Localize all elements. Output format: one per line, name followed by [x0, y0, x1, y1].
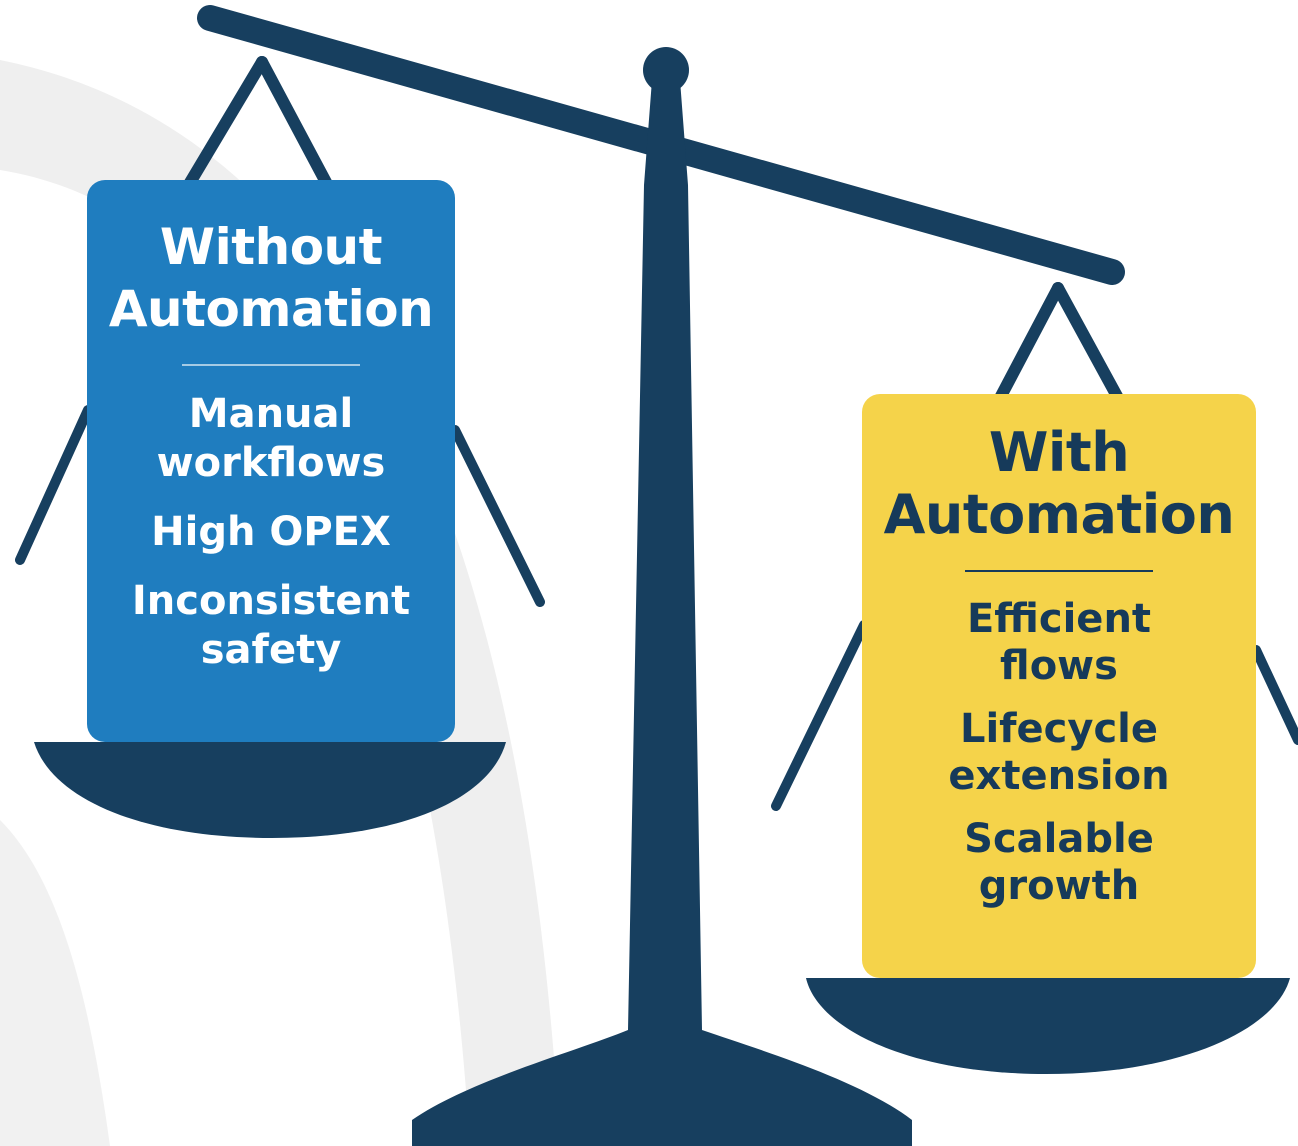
- item-line: Manual: [188, 391, 354, 437]
- item-line: Lifecycle: [959, 706, 1159, 752]
- list-item: Efficient flows: [862, 596, 1256, 690]
- list-item: Scalable growth: [862, 816, 1256, 910]
- right-pan-string-b: [1251, 645, 1298, 745]
- left-pan: [34, 742, 506, 838]
- item-line: growth: [978, 863, 1140, 909]
- right-hanger-b: [1052, 282, 1124, 404]
- title-divider: [182, 364, 360, 366]
- list-item: High OPEX: [87, 508, 455, 557]
- item-line: Efficient: [966, 596, 1152, 642]
- item-line: extension: [948, 753, 1170, 799]
- with-automation-card: With Automation Efficient flows Lifecycl…: [862, 394, 1256, 978]
- item-line: workflows: [156, 440, 386, 486]
- without-automation-title: Without Automation: [87, 216, 455, 340]
- title-line: Without: [159, 218, 383, 276]
- item-line: safety: [200, 627, 342, 673]
- left-pan-string-a: [15, 405, 93, 565]
- title-line: Automation: [108, 280, 434, 338]
- list-item: Manual workflows: [87, 390, 455, 488]
- left-pan-string-b: [450, 425, 545, 607]
- right-pan-string-a: [771, 620, 869, 811]
- item-line: flows: [1000, 643, 1118, 689]
- without-automation-card: Without Automation Manual workflows High…: [87, 180, 455, 742]
- item-line: Scalable: [964, 816, 1154, 862]
- title-line: Automation: [883, 483, 1235, 546]
- background-arc-lower: [0, 820, 110, 1146]
- with-automation-title: With Automation: [862, 422, 1256, 546]
- item-line: High OPEX: [151, 509, 391, 555]
- list-item: Inconsistent safety: [87, 577, 455, 675]
- left-hanger-a: [182, 56, 268, 192]
- right-hanger-a: [994, 282, 1064, 404]
- list-item: Lifecycle extension: [862, 706, 1256, 800]
- scale-post: [412, 80, 912, 1146]
- right-pan: [806, 978, 1290, 1074]
- item-line: Inconsistent: [131, 578, 411, 624]
- title-divider: [965, 570, 1153, 572]
- title-line: With: [988, 421, 1130, 484]
- left-hanger-b: [256, 56, 334, 192]
